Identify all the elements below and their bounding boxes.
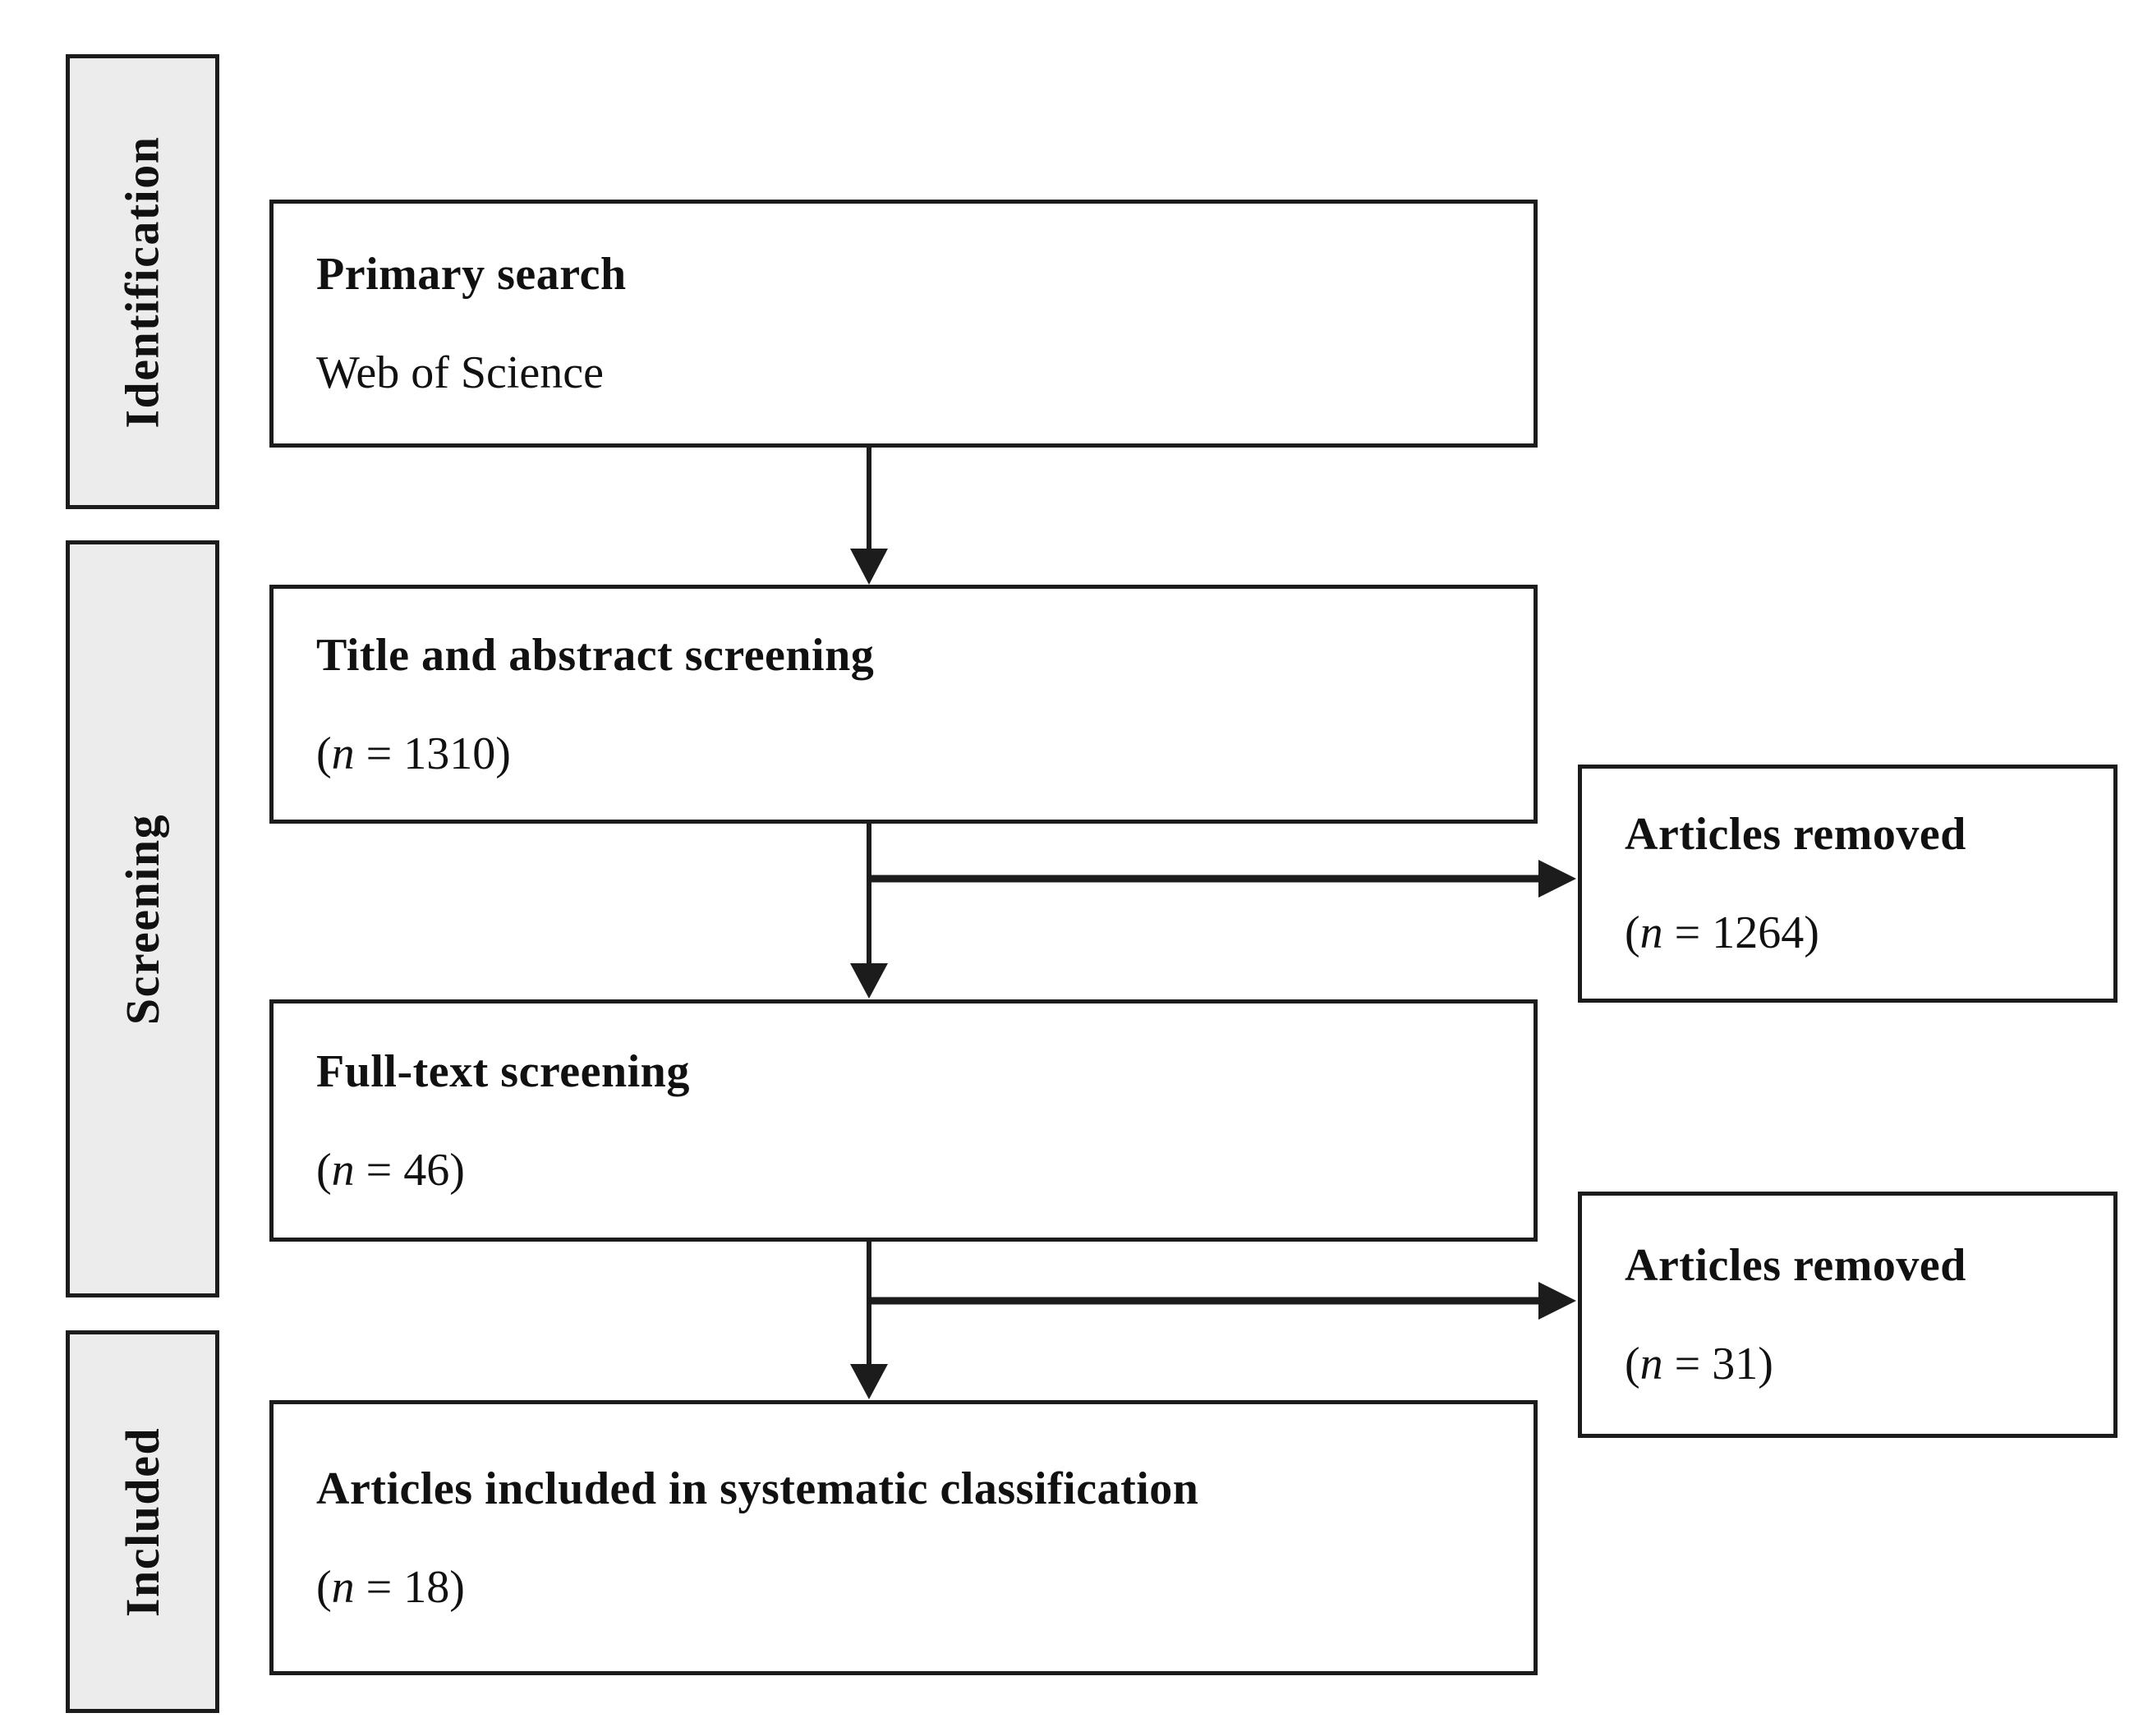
box-articles-removed-1: Articles removed (n = 1264) xyxy=(1578,765,2118,1003)
box-title: Title and abstract screening xyxy=(316,629,875,681)
stage-label-text: Screening xyxy=(116,813,169,1025)
box-count: (n = 46) xyxy=(316,1144,465,1196)
stage-label-screening: Screening xyxy=(66,540,219,1297)
box-subtitle: Web of Science xyxy=(316,347,604,398)
box-title: Full-text screening xyxy=(316,1045,690,1097)
box-title: Primary search xyxy=(316,249,627,300)
stage-label-included: Included xyxy=(66,1330,219,1713)
box-title-abstract-screening: Title and abstract screening (n = 1310) xyxy=(269,585,1538,824)
box-count: (n = 1264) xyxy=(1625,907,1819,958)
stage-label-text: Included xyxy=(116,1426,170,1617)
arrow-fulltext-to-included xyxy=(850,1242,888,1399)
box-articles-included: Articles included in systematic classifi… xyxy=(269,1400,1538,1675)
box-title: Articles included in systematic classifi… xyxy=(316,1463,1199,1514)
arrow-branch-removed-2 xyxy=(867,1282,1576,1320)
stage-label-text: Identification xyxy=(116,135,169,429)
box-title: Articles removed xyxy=(1625,809,1966,860)
stage-label-identification: Identification xyxy=(66,54,219,509)
box-primary-search: Primary search Web of Science xyxy=(269,200,1538,448)
box-title: Articles removed xyxy=(1625,1240,1966,1291)
box-count: (n = 18) xyxy=(316,1561,465,1613)
arrow-branch-removed-1 xyxy=(867,860,1576,898)
arrow-primary-to-screening xyxy=(850,448,888,585)
box-articles-removed-2: Articles removed (n = 31) xyxy=(1578,1192,2118,1438)
box-count: (n = 1310) xyxy=(316,728,511,779)
box-count: (n = 31) xyxy=(1625,1339,1773,1389)
arrow-screening-to-fulltext xyxy=(850,824,888,999)
box-fulltext-screening: Full-text screening (n = 46) xyxy=(269,999,1538,1242)
